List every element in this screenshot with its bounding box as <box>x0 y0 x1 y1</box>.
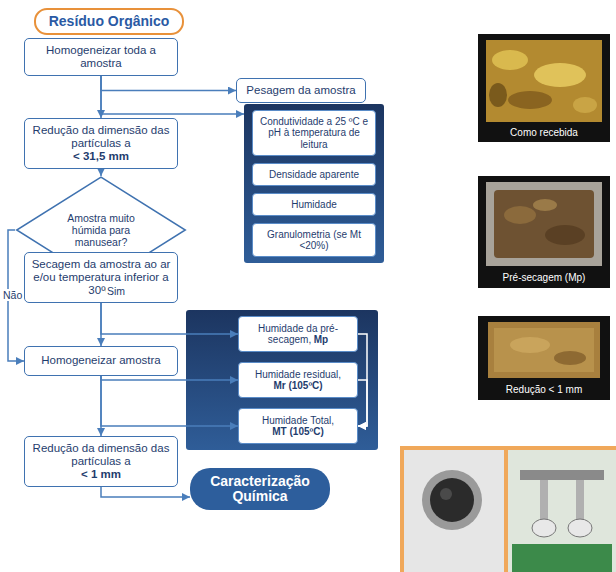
text-group: Humidade residual,Mr (105ºC) <box>255 369 341 392</box>
node-text: Amostra muito húmida para manusear? <box>67 212 135 248</box>
node-text: Secagem da amostra ao ar e/ou temperatur… <box>32 258 171 296</box>
node-text: < 1 mm <box>31 468 171 481</box>
process-box: Secagem da amostra ao ar e/ou temperatur… <box>24 252 178 303</box>
node-text: Humidade residual, <box>255 369 341 380</box>
start-box: Resíduo Orgânico <box>34 8 184 35</box>
node-text: Humidade Total, <box>262 415 334 426</box>
connector-arrow <box>358 380 367 426</box>
text-group: Secagem da amostra ao ar e/ou temperatur… <box>31 258 171 298</box>
process-box: Homogeneizar amostra <box>24 346 178 376</box>
connector-arrow <box>101 76 236 91</box>
terminal-box: Caracterização Química <box>190 468 330 510</box>
photo-pre-drying <box>478 176 610 288</box>
text-group: Humidade da pré-secagem,Mp <box>243 323 353 346</box>
node-text: Mr (105ºC) <box>255 380 341 392</box>
connector-arrow <box>101 303 238 334</box>
node-text: Pesagem da amostra <box>246 84 355 96</box>
text-group: Homogeneizar toda a amostra <box>31 44 171 70</box>
photo-lab-equipment <box>400 446 616 572</box>
node-text: Redução da dimensão das partículas a <box>33 442 170 467</box>
node-text: Caracterização Química <box>210 473 310 504</box>
text-group: Redução da dimensão das partículas a< 1 … <box>31 442 171 482</box>
node-text: < 31,5 mm <box>31 150 171 163</box>
moisture-panel: Humidade da pré-secagem,MpHumidade resid… <box>186 310 378 450</box>
node-text: Granulometria (se Mt <20%) <box>267 229 361 252</box>
node-text: MT (105ºC) <box>262 426 334 438</box>
process-box: Pesagem da amostra <box>236 78 366 103</box>
process-box: Homogeneizar toda a amostra <box>24 38 178 76</box>
text-group: Homogeneizar amostra <box>41 354 161 367</box>
analysis-box: Humidade <box>252 193 376 216</box>
text-group: Caracterização Química <box>198 474 322 505</box>
connector-arrow <box>100 376 102 436</box>
node-text: Condutividade a 25 ºC e pH à temperatura… <box>260 116 368 150</box>
analysis-box: Condutividade a 25 ºC e pH à temperatura… <box>252 110 376 156</box>
connector-arrow <box>100 303 102 346</box>
connector-arrow <box>101 376 238 380</box>
moisture-box: Humidade da pré-secagem,Mp <box>238 316 358 352</box>
photo-caption: Como recebida <box>478 127 610 139</box>
node-text: Resíduo Orgânico <box>49 13 170 29</box>
edge-label: Não <box>2 289 23 301</box>
analysis-box: Densidade aparente <box>252 163 376 186</box>
analysis-panel: Condutividade a 25 ºC e pH à temperatura… <box>244 104 384 263</box>
text-group: Granulometria (se Mt <20%) <box>257 229 371 252</box>
text-group: Humidade Total,MT (105ºC) <box>262 415 334 438</box>
text-group: Amostra muito húmida para manusear? <box>49 212 153 248</box>
connector-arrow <box>100 252 102 284</box>
process-box: Redução da dimensão das partículas a< 31… <box>24 118 178 169</box>
text-group: Humidade <box>291 199 337 211</box>
moisture-box: Humidade Total,MT (105ºC) <box>238 408 358 444</box>
photo-size-reduced <box>478 316 610 400</box>
connector-arrow <box>358 334 367 426</box>
analysis-box: Granulometria (se Mt <20%) <box>252 223 376 257</box>
photo-caption: Pré-secagem (Mp) <box>478 272 610 284</box>
node-text: Humidade <box>291 199 337 210</box>
process-box: Redução da dimensão das partículas a< 1 … <box>24 436 178 487</box>
node-text: Densidade aparente <box>269 169 359 180</box>
connector-arrow <box>101 76 244 114</box>
connector-arrow <box>100 76 102 118</box>
connector-arrow <box>100 169 102 176</box>
text-group: Condutividade a 25 ºC e pH à temperatura… <box>257 116 371 151</box>
node-text: Homogeneizar toda a amostra <box>46 44 156 69</box>
node-text: Redução da dimensão das partículas a <box>33 124 170 149</box>
text-group: Redução da dimensão das partículas a< 31… <box>31 124 171 164</box>
text-group: Resíduo Orgânico <box>49 14 170 29</box>
text-group: Densidade aparente <box>269 169 359 181</box>
photo-caption: Redução < 1 mm <box>478 384 610 396</box>
edge-label: Sim <box>106 285 126 297</box>
photo-as-received <box>478 34 610 142</box>
connector-arrow <box>101 487 190 497</box>
node-text: Homogeneizar amostra <box>41 354 161 366</box>
node-text: Mp <box>314 334 328 345</box>
text-group: Pesagem da amostra <box>246 84 355 97</box>
connector-arrow <box>101 376 238 426</box>
moisture-box: Humidade residual,Mr (105ºC) <box>238 362 358 398</box>
